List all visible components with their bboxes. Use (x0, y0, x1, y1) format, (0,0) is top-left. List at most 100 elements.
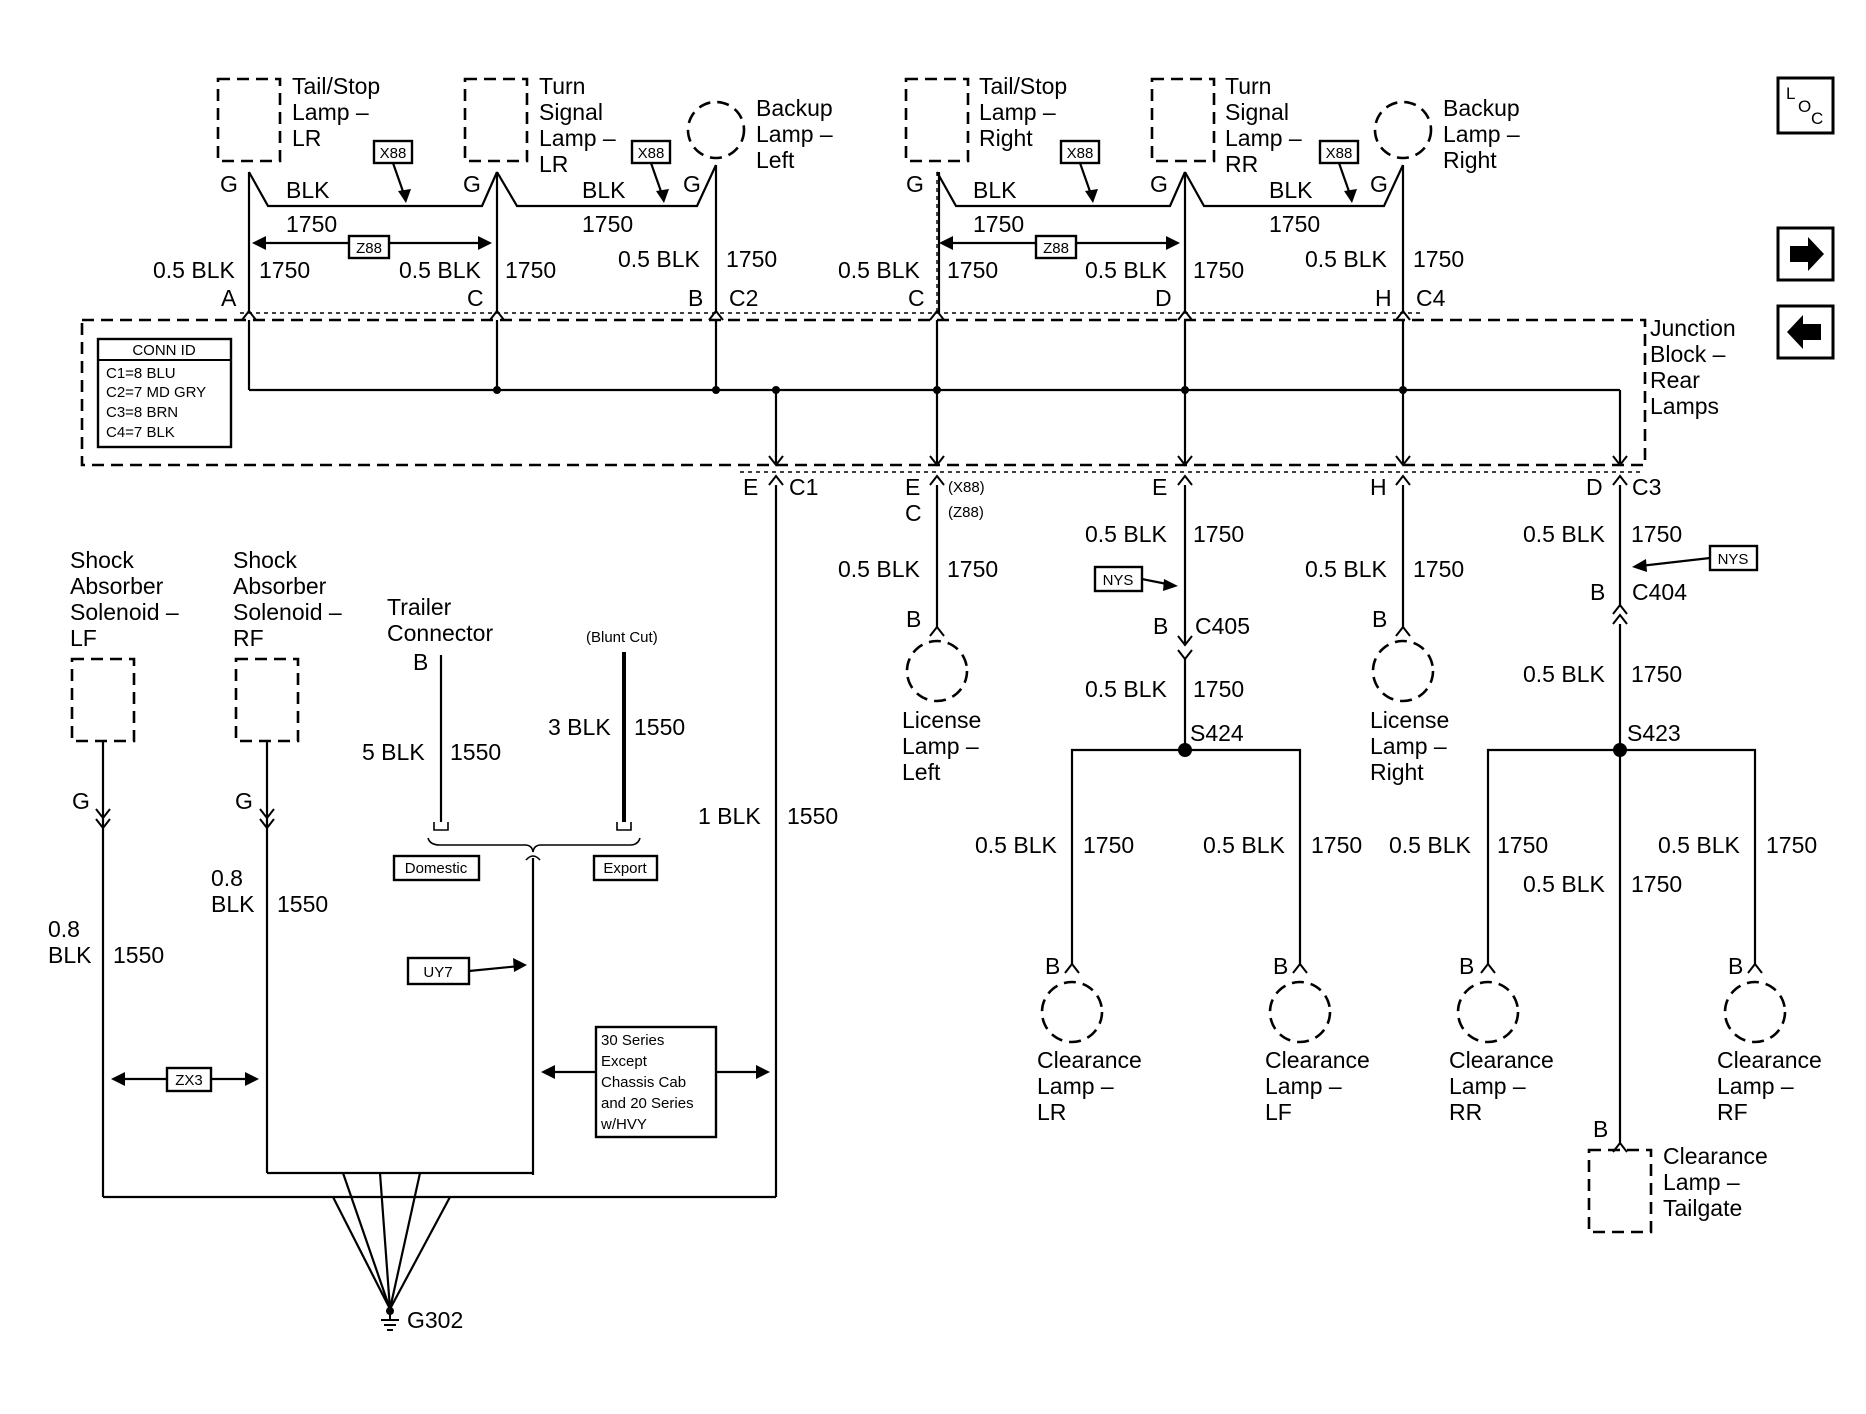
diagram-label: Lamp – (292, 99, 369, 125)
terminal (929, 625, 945, 637)
circuit-number-label: 1750 (1413, 246, 1464, 272)
diagram-label: Connector (387, 620, 493, 646)
diagram-label: (Blunt Cut) (586, 629, 658, 646)
diagram-label: Lamps (1650, 393, 1719, 419)
loc-icon[interactable] (1776, 76, 1835, 135)
diagram-label: Clearance (1265, 1047, 1370, 1073)
wire-gauge-label: 0.5 BLK (1389, 832, 1471, 858)
loc-letter-l: L (1786, 84, 1795, 103)
terminal (259, 818, 275, 830)
wire-gauge-label: 0.5 BLK (1523, 871, 1605, 897)
terminal-label: G (1370, 171, 1388, 197)
pin-label: B (1372, 606, 1387, 632)
pin-label: B (906, 606, 921, 632)
jumper-wire (496, 164, 717, 208)
terminal (1395, 625, 1411, 637)
arrowhead (756, 1065, 770, 1079)
shock-absorber-solenoid-rf (234, 657, 300, 743)
terminal (95, 818, 111, 830)
pin-label: B (413, 649, 428, 675)
terminal (259, 808, 275, 820)
jumper-wire (1184, 164, 1404, 208)
wire-gauge-label: 0.5 BLK (1523, 661, 1605, 687)
diagram-label: Clearance (1449, 1047, 1554, 1073)
pin-label: C (908, 285, 925, 311)
option-box-zx3 (165, 1066, 213, 1093)
jumper-wire (248, 171, 499, 208)
series-note-line: and 20 Series (601, 1095, 694, 1112)
diagram-label: LR (539, 151, 568, 177)
pin-label: D (1586, 474, 1603, 500)
pin-label: E (905, 474, 920, 500)
diagram-label: Trailer (387, 594, 452, 620)
pin-label: B (1728, 953, 1743, 979)
diagram-label: Right (979, 125, 1033, 151)
pin-label: B (688, 285, 703, 311)
pin-label: C (905, 500, 922, 526)
terminal (1480, 962, 1496, 974)
series-note-line: Chassis Cab (601, 1074, 686, 1091)
splice-dot (712, 386, 720, 394)
diagram-label: Backup (756, 95, 833, 121)
diagram-label: LF (1265, 1099, 1292, 1125)
pin-label: B (1593, 1116, 1608, 1142)
bracket (427, 837, 641, 853)
pin-label: B (1273, 953, 1288, 979)
terminal (768, 474, 784, 486)
terminal (1747, 962, 1763, 974)
terminal (1177, 309, 1193, 321)
option-box-z88 (1034, 234, 1078, 260)
arrowhead (478, 236, 492, 250)
diagram-label: Signal (1225, 99, 1289, 125)
pin-label: D (1155, 285, 1172, 311)
backup-lamp-right (1373, 100, 1433, 160)
connector-label: C405 (1195, 613, 1250, 639)
terminal-label: G (463, 171, 481, 197)
loc-icon-text: C (1811, 109, 1823, 128)
terminal (241, 309, 257, 321)
loc-letter-c: C (1811, 109, 1823, 128)
circuit-number-label: 1750 (947, 556, 998, 582)
diagram-label: LR (1037, 1099, 1066, 1125)
clearance-lamp-tailgate (1587, 1148, 1653, 1234)
circuit-number-label: 1750 (726, 246, 777, 272)
option-label: X88 (380, 145, 407, 162)
diagram-label: Shock (70, 547, 134, 573)
wire-gauge-label: 0.5 BLK (1203, 832, 1285, 858)
terminal (1395, 309, 1411, 321)
circuit-number-label: 1550 (277, 891, 328, 917)
option-box-z88 (347, 234, 391, 260)
diagram-label: Turn (1225, 73, 1271, 99)
option-arrow (1639, 556, 1711, 568)
jumper-wire (936, 171, 1187, 208)
terminal (1177, 474, 1193, 486)
wire-gauge-label: 1 BLK (698, 803, 761, 829)
ground-wire (389, 1196, 451, 1310)
wire-gauge-label: 0.5 BLK (399, 257, 481, 283)
diagram-label: Lamp – (979, 99, 1056, 125)
ground-wire (332, 1196, 391, 1310)
tail-stop-lamp-right (904, 77, 970, 163)
circuit-number-label: 1750 (1193, 521, 1244, 547)
diagram-label: Block – (1650, 341, 1726, 367)
terminal (929, 455, 945, 467)
diagram-label: Clearance (1037, 1047, 1142, 1073)
diagram-label: Solenoid – (233, 599, 342, 625)
terminal-label: G (906, 171, 924, 197)
circuit-number-label: 1750 (1193, 257, 1244, 283)
ground-wire (378, 1172, 392, 1310)
diagram-label: Lamp – (1443, 121, 1520, 147)
wire-gauge-label: 0.5 BLK (838, 257, 920, 283)
option-label: Z88 (356, 240, 382, 257)
splice-dot (1181, 386, 1189, 394)
circuit-number-label: 1750 (1631, 521, 1682, 547)
wire-gauge-label: 0.5 BLK (1305, 556, 1387, 582)
arrowhead (1632, 559, 1647, 572)
backup-lamp-left (686, 100, 746, 160)
diagram-label: Tail/Stop (979, 73, 1067, 99)
clearance-lamp-rr (1456, 980, 1520, 1044)
circuit-number-label: 1750 (1497, 832, 1548, 858)
circuit-number-label: 1750 (259, 257, 310, 283)
